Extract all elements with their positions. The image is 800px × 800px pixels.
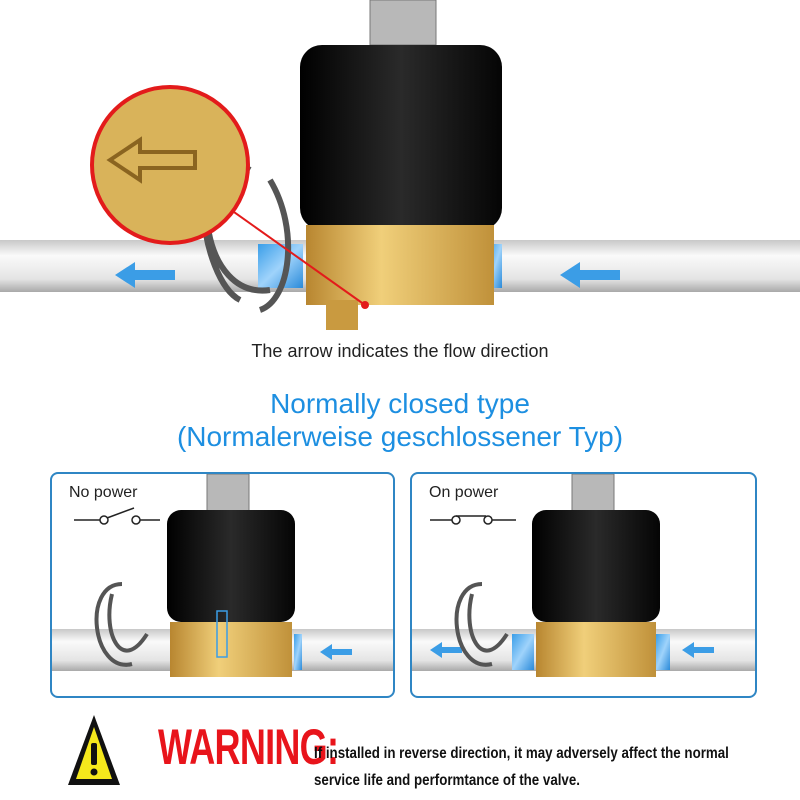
closed-plunger (216, 610, 228, 658)
brass-outlet (326, 300, 358, 330)
flow-arrow-in-icon (682, 642, 714, 658)
panel-label: No power (69, 484, 138, 501)
flow-arrow-out-icon (430, 642, 462, 658)
main-valve-illustration (0, 0, 800, 330)
closed-switch-icon (430, 515, 516, 525)
warning-line-2: service life and performtance of the val… (314, 772, 580, 789)
no-power-illustration (52, 474, 393, 677)
warning-triangle-icon (68, 715, 120, 785)
open-switch-icon (74, 507, 160, 525)
panel-label: On power (429, 484, 499, 501)
on-power-panel: On power (410, 472, 757, 698)
pointer-line (209, 194, 366, 306)
flow-arrow-right-icon (560, 262, 620, 288)
warning-message: If installed in reverse direction, it ma… (314, 740, 729, 794)
coil (300, 45, 502, 230)
brass-arrow-icon (106, 136, 197, 184)
warning-line-1: If installed in reverse direction, it ma… (314, 745, 729, 762)
on-power-illustration (412, 474, 755, 677)
no-power-panel: No power (50, 472, 395, 698)
magnifier-circle (90, 85, 250, 245)
brass-body (306, 225, 494, 305)
valve-type-title: Normally closed type (270, 388, 530, 419)
flow-arrow-left-icon (115, 262, 175, 288)
nut (369, 0, 437, 46)
valve-type-subtitle: (Normalerweise geschlossener Typ) (176, 421, 624, 452)
warning-label: WARNING: (158, 719, 339, 775)
flow-arrow-icon (320, 644, 352, 660)
flow-direction-caption: The arrow indicates the flow direction (251, 341, 549, 361)
